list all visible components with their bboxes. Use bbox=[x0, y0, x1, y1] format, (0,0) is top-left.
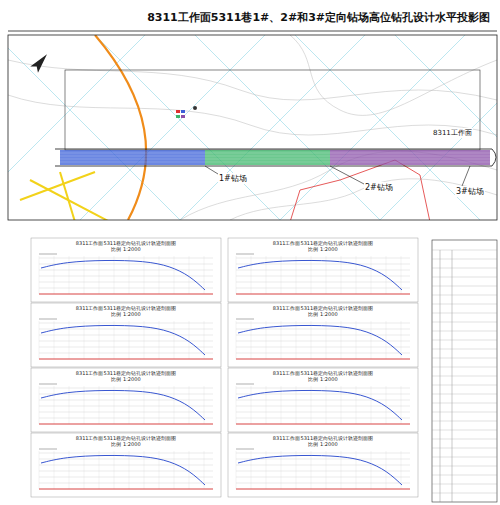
table-rule bbox=[432, 493, 497, 494]
profile-panel: 8311工作面5311巷定向钻孔设计轨迹剖面图比例 1:2000 bbox=[232, 370, 414, 382]
profile-panel: 8311工作面5311巷定向钻孔设计轨迹剖面图比例 1:2000 bbox=[232, 240, 414, 252]
table-rule bbox=[432, 403, 497, 404]
profile-panel: 8311工作面5311巷定向钻孔设计轨迹剖面图比例 1:2000 bbox=[232, 435, 414, 447]
panel-title: 8311工作面5311巷定向钻孔设计轨迹剖面图 bbox=[35, 305, 217, 311]
workface-label: 8311工作面 bbox=[432, 128, 473, 138]
table-rule bbox=[432, 250, 497, 251]
table-rule bbox=[432, 466, 497, 467]
table-rule bbox=[432, 475, 497, 476]
panel-title: 8311工作面5311巷定向钻孔设计轨迹剖面图 bbox=[232, 435, 414, 441]
panel-scale: 比例 1:2000 bbox=[232, 311, 414, 317]
table-rule bbox=[432, 367, 497, 368]
north-arrow bbox=[30, 51, 51, 73]
profile-plot bbox=[228, 368, 418, 432]
table-rule bbox=[432, 304, 497, 305]
table-rule bbox=[432, 322, 497, 323]
panel-title: 8311工作面5311巷定向钻孔设计轨迹剖面图 bbox=[232, 370, 414, 376]
table-rule bbox=[432, 313, 497, 314]
table-rule bbox=[432, 358, 497, 359]
table-rule bbox=[432, 259, 497, 260]
parameter-table bbox=[432, 240, 497, 502]
drill-site-label: 2#钻场 bbox=[364, 182, 394, 193]
table-rule bbox=[432, 394, 497, 395]
roadway bbox=[55, 149, 496, 166]
workface-outline bbox=[65, 70, 480, 150]
panel-scale: 比例 1:2000 bbox=[35, 246, 217, 252]
coordinate-grid bbox=[8, 35, 497, 220]
profile-panel: 8311工作面5311巷定向钻孔设计轨迹剖面图比例 1:2000 bbox=[232, 305, 414, 317]
title-rule bbox=[8, 31, 497, 32]
drill-site-label: 1#钻场 bbox=[218, 173, 248, 184]
table-rule bbox=[432, 439, 497, 440]
profile-plot bbox=[31, 368, 221, 432]
profile-panel: 8311工作面5311巷定向钻孔设计轨迹剖面图比例 1:2000 bbox=[35, 240, 217, 252]
table-rule bbox=[432, 349, 497, 350]
panel-scale: 比例 1:2000 bbox=[35, 376, 217, 382]
table-rule bbox=[432, 376, 497, 377]
table-rule bbox=[432, 448, 497, 449]
plan-frame bbox=[8, 35, 497, 220]
table-rule bbox=[432, 421, 497, 422]
table-rule bbox=[432, 412, 497, 413]
table-rule bbox=[432, 331, 497, 332]
panel-title: 8311工作面5311巷定向钻孔设计轨迹剖面图 bbox=[232, 305, 414, 311]
profile-plot bbox=[31, 238, 221, 302]
profile-plot bbox=[31, 303, 221, 367]
site-markers bbox=[176, 106, 197, 118]
leader-lines bbox=[205, 166, 470, 186]
table-rule bbox=[432, 286, 497, 287]
profile-plot bbox=[228, 433, 418, 497]
table-rule bbox=[432, 430, 497, 431]
table-rule bbox=[432, 295, 497, 296]
profile-panel: 8311工作面5311巷定向钻孔设计轨迹剖面图比例 1:2000 bbox=[35, 305, 217, 317]
red-boundary bbox=[290, 160, 430, 220]
profile-plot bbox=[228, 303, 418, 367]
panel-scale: 比例 1:2000 bbox=[35, 441, 217, 447]
drill-traces bbox=[60, 153, 490, 162]
profile-panel: 8311工作面5311巷定向钻孔设计轨迹剖面图比例 1:2000 bbox=[35, 435, 217, 447]
fault-lines bbox=[20, 172, 110, 220]
drill-site-label: 3#钻场 bbox=[455, 186, 485, 197]
table-rule bbox=[432, 385, 497, 386]
table-rule bbox=[432, 268, 497, 269]
map-ground bbox=[8, 35, 497, 220]
panel-title: 8311工作面5311巷定向钻孔设计轨迹剖面图 bbox=[35, 370, 217, 376]
panel-title: 8311工作面5311巷定向钻孔设计轨迹剖面图 bbox=[35, 240, 217, 246]
panel-scale: 比例 1:2000 bbox=[232, 441, 414, 447]
profile-panel: 8311工作面5311巷定向钻孔设计轨迹剖面图比例 1:2000 bbox=[35, 370, 217, 382]
panel-scale: 比例 1:2000 bbox=[232, 376, 414, 382]
panel-scale: 比例 1:2000 bbox=[35, 311, 217, 317]
profile-plot bbox=[31, 433, 221, 497]
panel-scale: 比例 1:2000 bbox=[232, 246, 414, 252]
table-rule bbox=[432, 457, 497, 458]
table-rule bbox=[432, 277, 497, 278]
table-rule bbox=[432, 340, 497, 341]
drill-bands bbox=[60, 150, 490, 165]
panel-title: 8311工作面5311巷定向钻孔设计轨迹剖面图 bbox=[232, 240, 414, 246]
panel-title: 8311工作面5311巷定向钻孔设计轨迹剖面图 bbox=[35, 435, 217, 441]
drawing-title: 8311工作面5311巷1#、2#和3#定向钻场高位钻孔设计水平投影图 bbox=[147, 10, 490, 25]
table-rule bbox=[432, 484, 497, 485]
profile-plot bbox=[228, 238, 418, 302]
boundary-curve bbox=[95, 35, 146, 220]
